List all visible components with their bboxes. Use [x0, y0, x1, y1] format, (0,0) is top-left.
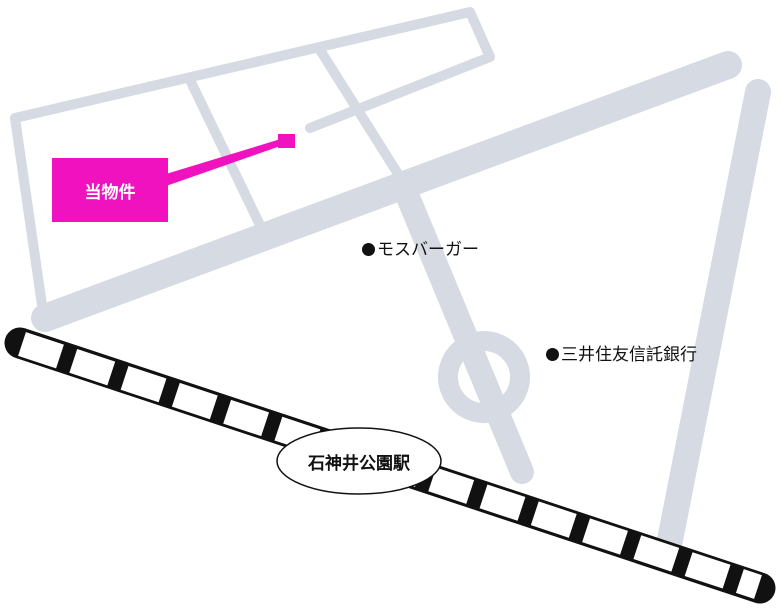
landmark-dot-icon	[362, 243, 375, 256]
landmark-label: 三井住友信託銀行	[561, 345, 697, 365]
street-inner-a	[185, 75, 265, 230]
main-road-diagonal	[31, 51, 742, 332]
landmark-label: モスバーガー	[377, 240, 479, 260]
property-marker	[278, 134, 295, 148]
street-outline-block	[10, 7, 495, 310]
property-box-bg	[52, 158, 168, 222]
landmark-mitsui-bank: 三井住友信託銀行	[546, 340, 697, 365]
roundabout	[438, 331, 530, 423]
property-pointer	[166, 138, 286, 186]
landmark-mos-burger: モスバーガー	[362, 235, 479, 260]
street-inner-b	[315, 45, 410, 190]
main-roads	[31, 51, 771, 553]
property-label: 当物件	[84, 182, 136, 203]
main-road-right	[657, 79, 771, 553]
station-label: 石神井公園駅	[308, 453, 410, 474]
landmark-dot-icon	[546, 348, 559, 361]
station-ellipse	[276, 427, 442, 495]
road-center-south	[393, 178, 534, 484]
street-grid	[10, 7, 495, 310]
